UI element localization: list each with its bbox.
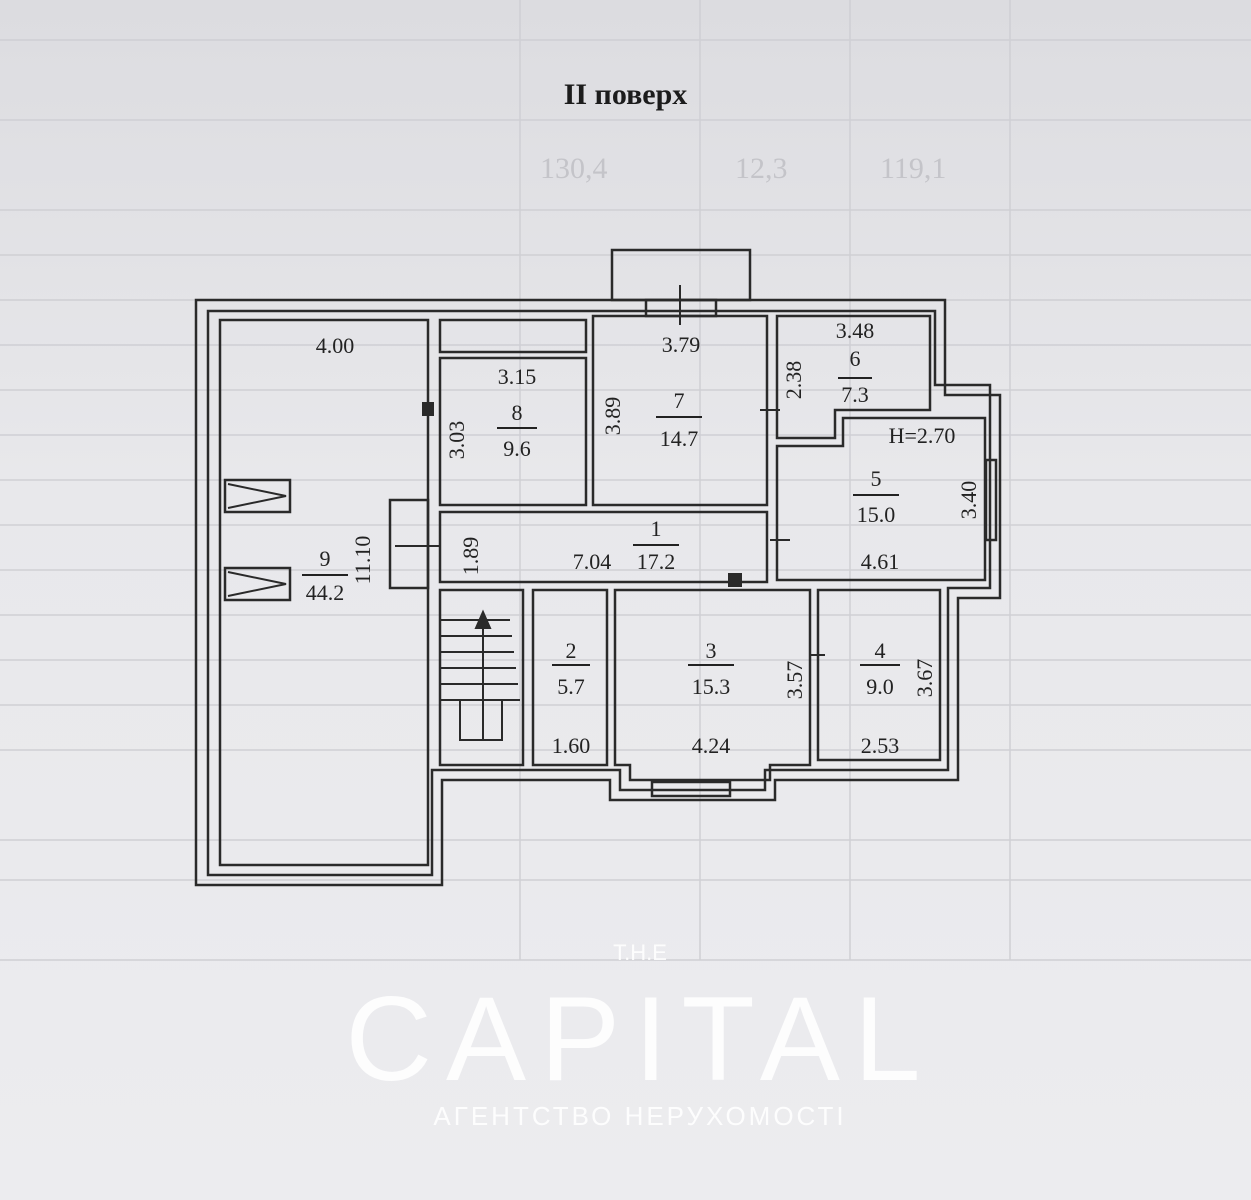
dim-label: 3.79 bbox=[662, 332, 701, 357]
chimney bbox=[388, 498, 430, 590]
dim-label: 11.10 bbox=[350, 536, 375, 585]
table-cell: 130,4 bbox=[540, 152, 608, 185]
watermark-logo: T.H.E CAPITAL АГЕНТСТВО НЕРУХОМОСТІ bbox=[345, 940, 934, 1131]
room-area: 17.2 bbox=[637, 549, 676, 574]
stairs bbox=[227, 285, 825, 741]
room-area: 9.0 bbox=[866, 674, 894, 699]
dim-label: 3.67 bbox=[912, 659, 937, 698]
room-number: 9 bbox=[320, 546, 331, 571]
dim-label: 2.38 bbox=[781, 361, 806, 400]
room-area: 5.7 bbox=[557, 674, 585, 699]
skylight bbox=[223, 478, 292, 514]
dim-label: 4.61 bbox=[861, 549, 900, 574]
dim-label: 2.53 bbox=[861, 733, 900, 758]
stair-outline bbox=[438, 588, 525, 767]
room-number: 1 bbox=[651, 516, 662, 541]
dim-label: 3.57 bbox=[782, 661, 807, 700]
room-6-outline bbox=[775, 314, 932, 440]
dim-label: 4.24 bbox=[692, 733, 731, 758]
room-8-outline bbox=[438, 356, 588, 507]
room-9-outline bbox=[218, 318, 430, 867]
page-title: II поверх bbox=[563, 78, 688, 111]
room-area: 14.7 bbox=[660, 426, 699, 451]
room-number: 6 bbox=[850, 346, 861, 371]
room-number: 4 bbox=[875, 638, 886, 663]
room-area: 15.0 bbox=[857, 502, 896, 527]
room-3-outline bbox=[613, 588, 812, 782]
vent-icon bbox=[728, 573, 742, 587]
outer-wall-inner bbox=[206, 309, 992, 877]
room-number: 7 bbox=[674, 388, 685, 413]
dim-label: 7.04 bbox=[573, 549, 612, 574]
dim-label: 4.00 bbox=[316, 333, 355, 358]
dim-label: 3.40 bbox=[956, 481, 981, 520]
room-number: 3 bbox=[706, 638, 717, 663]
room-area: 9.6 bbox=[503, 436, 531, 461]
room-area: 44.2 bbox=[306, 580, 345, 605]
room-4-outline bbox=[816, 588, 942, 762]
closet-outline bbox=[438, 318, 588, 354]
dim-label: 1.60 bbox=[552, 733, 591, 758]
dim-label: 3.48 bbox=[836, 318, 875, 343]
outer-wall bbox=[194, 298, 1002, 887]
room-5-outline bbox=[775, 416, 987, 582]
room-number: 5 bbox=[871, 466, 882, 491]
watermark-brand: CAPITAL bbox=[345, 972, 934, 1106]
room-area: 15.3 bbox=[692, 674, 731, 699]
skylight bbox=[223, 566, 292, 602]
watermark-top: T.H.E bbox=[613, 940, 667, 965]
dim-label: 3.15 bbox=[498, 364, 537, 389]
room-area: 7.3 bbox=[841, 382, 869, 407]
table-cell: 12,3 bbox=[735, 152, 788, 185]
room-number: 8 bbox=[512, 400, 523, 425]
watermark-subtitle: АГЕНТСТВО НЕРУХОМОСТІ bbox=[433, 1101, 846, 1131]
room-number: 2 bbox=[566, 638, 577, 663]
dim-label: 3.89 bbox=[600, 397, 625, 436]
dim-label: 1.89 bbox=[458, 537, 483, 576]
window bbox=[650, 780, 732, 798]
table-cell: 119,1 bbox=[880, 152, 946, 185]
ceiling-height: H=2.70 bbox=[889, 423, 956, 448]
fraction-bars bbox=[302, 377, 900, 666]
window bbox=[984, 458, 998, 542]
room-2-outline bbox=[531, 588, 609, 767]
dim-label: 3.03 bbox=[444, 421, 469, 460]
vent-icon bbox=[422, 402, 434, 416]
